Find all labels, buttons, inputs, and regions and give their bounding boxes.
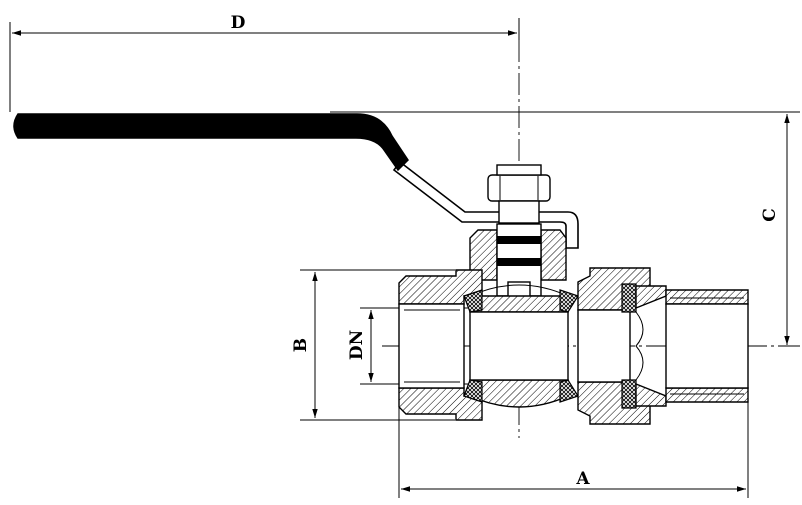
dimension-dn-label: DN bbox=[347, 330, 367, 360]
seats bbox=[463, 289, 579, 403]
dimension-b-label: B bbox=[291, 338, 311, 352]
dimension-c-label: C bbox=[760, 208, 780, 222]
dimension-d: D bbox=[9, 13, 520, 112]
ball bbox=[469, 284, 569, 408]
dimension-a: A bbox=[398, 390, 749, 498]
stem-nut bbox=[487, 164, 551, 224]
bonnet bbox=[469, 223, 567, 299]
dimension-d-label: D bbox=[231, 13, 246, 33]
left-body bbox=[398, 269, 483, 421]
dimension-b: B bbox=[291, 269, 455, 421]
dimension-c: C bbox=[330, 111, 800, 345]
dimension-a-label: A bbox=[575, 469, 590, 489]
right-tailpiece bbox=[665, 289, 749, 403]
